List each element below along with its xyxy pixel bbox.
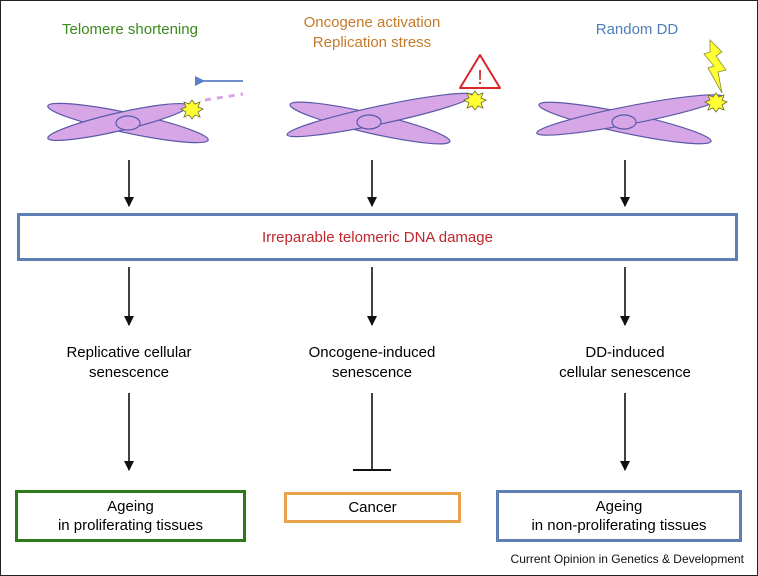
oncogene-senescence-line1: Oncogene-induced (308, 344, 436, 361)
outcome-cancer-label: Cancer (348, 499, 397, 516)
warning-symbol: ! (477, 67, 483, 89)
outcome-ageing-proliferating: Ageing in proliferating tissues (15, 490, 246, 542)
cause-telomere-shortening: Telomere shortening (62, 21, 198, 38)
damage-star-icon (463, 90, 487, 111)
outcome-ageing-prolif-line2: in proliferating tissues (57, 517, 204, 534)
replicative-senescence-line1: Replicative cellular (66, 344, 192, 361)
outcome-ageing-nonprolif-line1: Ageing (595, 498, 643, 515)
warning-triangle-icon: ! (459, 54, 501, 89)
outcome-cancer: Cancer (284, 492, 461, 523)
outcome-ageing-nonprolif-line2: in non-proliferating tissues (531, 517, 707, 534)
journal-footer: Current Opinion in Genetics & Developmen… (510, 552, 744, 566)
cause-oncogene-activation: Oncogene activation (303, 14, 441, 31)
chromosome-icon (536, 94, 724, 145)
damage-star-icon (180, 99, 204, 120)
chromosome-icon (47, 92, 244, 144)
dd-senescence-line1: DD-induced (585, 344, 665, 361)
oncogene-senescence-line2: senescence (331, 364, 413, 381)
outcome-ageing-prolif-line1: Ageing (107, 498, 154, 515)
outcome-ageing-non-proliferating: Ageing in non-proliferating tissues (496, 490, 742, 542)
lightning-bolt-icon (703, 39, 727, 94)
damage-box: Irreparable telomeric DNA damage (17, 213, 738, 261)
replicative-senescence-line2: senescence (88, 364, 170, 381)
damage-box-label: Irreparable telomeric DNA damage (262, 228, 493, 246)
damage-star-icon (704, 92, 728, 113)
cause-random-dd: Random DD (595, 21, 679, 38)
dd-senescence-line2: cellular senescence (559, 364, 691, 381)
cause-replication-stress: Replication stress (312, 34, 432, 51)
chromosome-icon (286, 92, 474, 145)
